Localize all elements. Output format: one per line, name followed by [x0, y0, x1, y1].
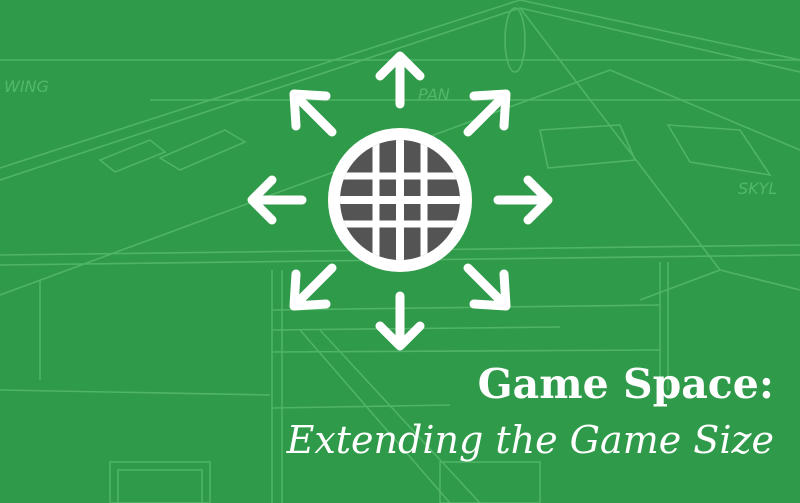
arrow-up-left-icon: [289, 89, 337, 137]
blueprint-note-wing: WING: [4, 77, 49, 96]
arrow-up-icon: [375, 51, 425, 109]
globe-icon: [328, 128, 472, 272]
arrow-up-right-icon: [463, 89, 511, 137]
arrow-down-right-icon: [463, 263, 511, 311]
arrow-left-icon: [247, 175, 307, 225]
blueprint-note-skyl: SKYL: [738, 179, 777, 198]
banner-subtitle: Extending the Game Size: [286, 418, 774, 462]
blueprint-note-pan: PAN: [418, 85, 450, 104]
arrow-down-icon: [375, 291, 425, 351]
banner-title: Game Space:: [477, 360, 774, 408]
arrow-right-icon: [493, 175, 553, 225]
arrow-down-left-icon: [289, 263, 337, 311]
